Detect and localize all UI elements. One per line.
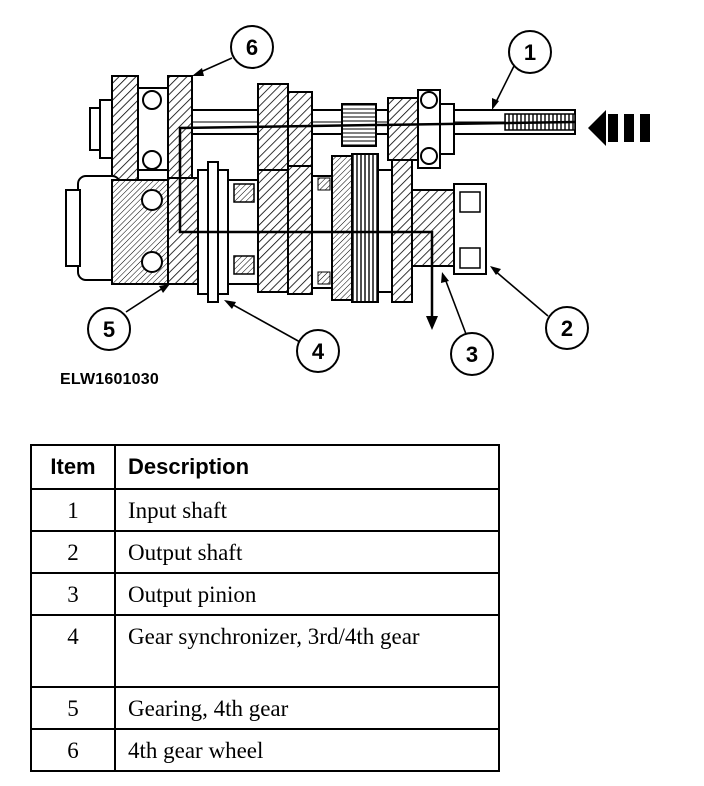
callout-label: 4 <box>312 339 325 364</box>
item-number: 1 <box>30 488 116 532</box>
item-description: 4th gear wheel <box>114 728 500 772</box>
item-description: Gearing, 4th gear <box>114 686 500 730</box>
callout-6: 6 <box>192 25 274 76</box>
lower-gear-stack <box>257 153 413 303</box>
table-header-row: Item Description <box>30 444 500 490</box>
callout-1: 1 <box>492 30 552 110</box>
callout-label: 6 <box>246 35 258 60</box>
callout-label: 1 <box>524 40 536 65</box>
input-shaft-end <box>89 99 115 159</box>
figure-id: ELW1601030 <box>60 371 159 388</box>
callout-5: 5 <box>87 284 170 351</box>
callout-3: 3 <box>441 272 494 376</box>
callout-4: 4 <box>224 300 340 373</box>
output-pinion <box>411 183 487 275</box>
parts-table: Item Description 1 Input shaft 2 Output … <box>30 444 500 772</box>
gearbox-diagram: 6 1 2 3 4 5 <box>65 25 650 376</box>
table-row: 2 Output shaft <box>30 530 500 574</box>
callout-label: 5 <box>103 317 115 342</box>
item-number: 5 <box>30 686 116 730</box>
table-row: 1 Input shaft <box>30 488 500 532</box>
table-row: 5 Gearing, 4th gear <box>30 686 500 730</box>
item-description: Input shaft <box>114 488 500 532</box>
item-description: Output shaft <box>114 530 500 574</box>
power-flow-line <box>178 120 576 318</box>
header-item: Item <box>30 444 116 490</box>
item-number: 4 <box>30 614 116 688</box>
item-number: 6 <box>30 728 116 772</box>
item-description: Output pinion <box>114 572 500 616</box>
power-flow-arrowhead <box>426 316 438 330</box>
item-description: Gear synchronizer, 3rd/4th gear <box>114 614 500 688</box>
callout-label: 3 <box>466 342 478 367</box>
item-number: 2 <box>30 530 116 574</box>
table-row: 6 4th gear wheel <box>30 728 500 772</box>
input-direction-arrow <box>588 110 650 146</box>
table-row: 3 Output pinion <box>30 572 500 616</box>
output-shaft <box>65 175 199 285</box>
table-row: 4 Gear synchronizer, 3rd/4th gear <box>30 614 500 688</box>
item-number: 3 <box>30 572 116 616</box>
callout-label: 2 <box>561 316 573 341</box>
callout-2: 2 <box>490 266 589 350</box>
header-description: Description <box>114 444 500 490</box>
